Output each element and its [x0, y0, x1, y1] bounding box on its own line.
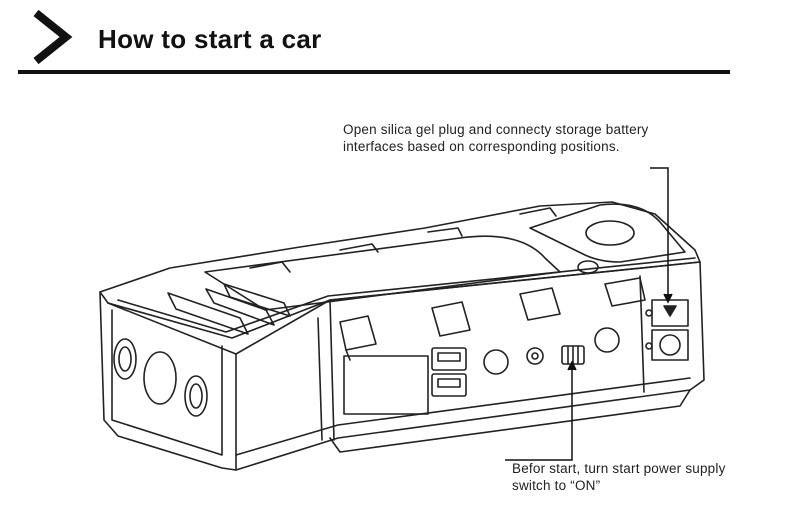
battery-interface-note-line1: Open silica gel plug and connecty storag…	[343, 122, 649, 137]
front-led-right	[184, 375, 208, 417]
power-switch-note-line2: switch to “ON”	[512, 478, 601, 493]
side-clip-1	[339, 315, 377, 351]
side-clip-2	[431, 301, 471, 337]
power-switch-note-line1: Befor start, turn start power supply	[512, 461, 726, 476]
side-port-round-2	[594, 327, 620, 353]
battery-interface-note-line2: interfaces based on corresponding positi…	[343, 139, 620, 154]
device-top-deck	[99, 201, 701, 339]
usb-port-2	[431, 373, 467, 397]
header-rule	[18, 70, 730, 74]
battery-interface-note: Open silica gel plug and connecty storag…	[343, 121, 763, 155]
front-led-left	[113, 338, 137, 380]
device-side-face	[235, 261, 705, 471]
dc-input-port	[526, 347, 544, 365]
top-panel-rib	[204, 235, 561, 311]
top-round-button	[585, 220, 635, 246]
header: How to start a car	[0, 0, 800, 80]
silica-gel-plug-cover	[529, 203, 686, 263]
leader-line-bottom	[505, 364, 573, 461]
device-front-face	[99, 291, 237, 471]
front-led-center	[143, 351, 177, 405]
leader-line-top	[650, 167, 669, 300]
power-switch-note: Befor start, turn start power supply swi…	[512, 460, 800, 494]
side-clip-3	[519, 287, 561, 321]
chevron-right-icon	[33, 9, 73, 65]
side-clip-4	[604, 277, 646, 307]
usb-port-1	[431, 347, 467, 371]
page-title: How to start a car	[98, 24, 322, 54]
side-port-round-1	[483, 349, 509, 375]
side-label-panel	[343, 355, 429, 415]
